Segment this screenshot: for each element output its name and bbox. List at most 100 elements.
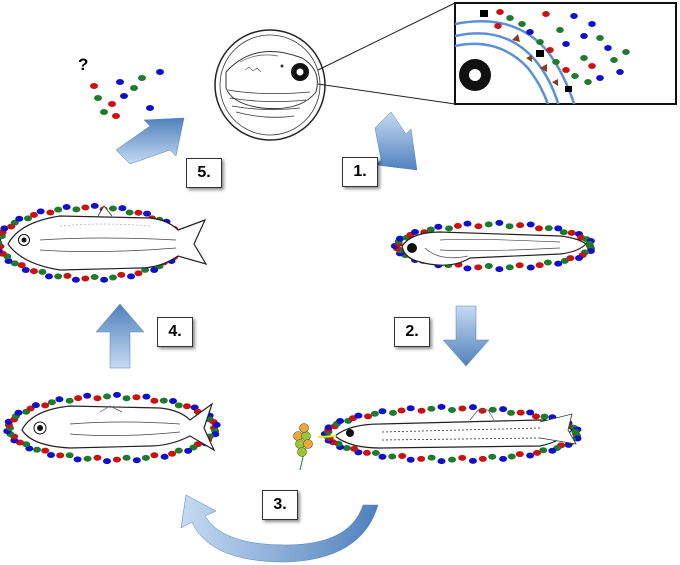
bacteria-dot (174, 447, 183, 454)
bacteria-dot (533, 449, 542, 456)
bacteria-dot (118, 205, 127, 212)
bacteria-dot (484, 221, 493, 228)
bacteria-dot (604, 45, 612, 51)
bacteria-dot (65, 452, 74, 459)
bacteria-dot (189, 444, 198, 451)
bacteria-dot (518, 21, 526, 27)
bacteria-dot (531, 413, 540, 420)
bacteria-dot (103, 393, 112, 400)
bacteria-dot (354, 412, 363, 419)
bacteria-dot (463, 220, 472, 227)
bacteria-dot (112, 113, 120, 119)
bacteria-dot (554, 260, 563, 267)
bacteria-dot (125, 209, 134, 216)
bacteria-dot (83, 392, 92, 399)
bacteria-dot (560, 257, 569, 264)
bacteria-dot (182, 403, 191, 410)
plankton-food-icon (90, 69, 164, 119)
bacteria-dot (0, 240, 3, 246)
bacteria-dot (71, 276, 80, 283)
bacteria-dot (156, 69, 164, 75)
bacteria-dot (132, 394, 141, 401)
bacteria-dot (160, 453, 169, 460)
bacteria-dot (516, 409, 525, 416)
bacteria-dot (184, 447, 193, 454)
fish-egg-icon (214, 29, 326, 141)
arrow-step-1 (374, 111, 418, 171)
bacteria-dot (406, 405, 415, 412)
bacteria-dot (610, 57, 618, 63)
bacteria-dot (46, 209, 55, 216)
bacteria-dot (596, 35, 604, 41)
bacteria-dot (122, 454, 131, 461)
bacteria-dot (540, 413, 549, 420)
bacteria-dot (463, 265, 472, 272)
step-label-5: 5. (186, 158, 222, 188)
bacteria-dot (596, 75, 604, 81)
bacteria-dot (44, 273, 53, 280)
bacteria-dot (556, 27, 564, 33)
prey-plankton-icon (293, 423, 313, 471)
bacteria-dot (150, 266, 159, 273)
feeding-larva-icon (317, 403, 582, 465)
bacteria-dot (336, 418, 345, 425)
bacteria-dot (168, 450, 177, 457)
arrow-step-4 (95, 303, 145, 369)
bacteria-dot (496, 9, 504, 15)
bacteria-dot (143, 210, 152, 217)
bacteria-dot (134, 270, 143, 277)
bacteria-dot (108, 205, 117, 212)
bacteria-dot (10, 219, 19, 226)
bacteria-dot (397, 407, 406, 414)
bacteria-dot (515, 451, 524, 458)
bacteria-dot (108, 274, 117, 281)
bacteria-dot (495, 219, 504, 226)
bacteria-dot (100, 276, 109, 283)
bacteria-dot (559, 229, 568, 236)
bacteria-dot (535, 262, 544, 269)
bacteria-dot (488, 453, 497, 460)
yolk-sac-larva-icon (390, 219, 596, 273)
bacteria-dot (388, 409, 397, 416)
bacteria-dot (562, 67, 570, 73)
bacteria-dot (29, 268, 38, 275)
bacteria-dot (434, 223, 443, 230)
bacteria-dot (499, 455, 508, 462)
bacteria-dot (516, 222, 525, 229)
bacteria-dot (122, 395, 131, 402)
bacteria-dot (21, 266, 30, 273)
bacteria-dot (567, 229, 576, 236)
bacteria-dot (212, 421, 221, 428)
bacteria-dot (22, 441, 31, 448)
bacteria-dot (526, 452, 535, 459)
bacteria-dot (571, 73, 579, 79)
bacteria-dot (113, 391, 122, 398)
bacteria-dot (138, 75, 146, 81)
bacteria-dot (342, 445, 351, 452)
bacteria-dot (562, 41, 570, 47)
bacteria-dot (83, 455, 92, 462)
bacteria-dot (65, 397, 74, 404)
arrow-step-3 (180, 494, 379, 563)
bacteria-dot (112, 456, 121, 463)
bacteria-dot (507, 453, 516, 460)
bacteria-dot (108, 101, 116, 107)
bacteria-dot (81, 204, 90, 211)
bacteria-dot (495, 266, 504, 273)
bacteria-dot (100, 109, 108, 115)
bacteria-dot (4, 258, 13, 265)
bacteria-dot (507, 409, 516, 416)
bacteria-dot (370, 410, 379, 417)
step-label-2: 2. (394, 317, 430, 347)
bacteria-dot (406, 456, 415, 463)
bacteria-dot (548, 447, 557, 454)
bacteria-dot (81, 275, 90, 282)
bacteria-dot (448, 407, 456, 413)
bacteria-dot (93, 395, 102, 402)
bacteria-dot (54, 273, 63, 280)
bacteria-dot (150, 452, 159, 459)
bacteria-dot (169, 397, 178, 404)
bacteria-dot (159, 397, 168, 404)
arrow-step-2 (442, 305, 490, 367)
